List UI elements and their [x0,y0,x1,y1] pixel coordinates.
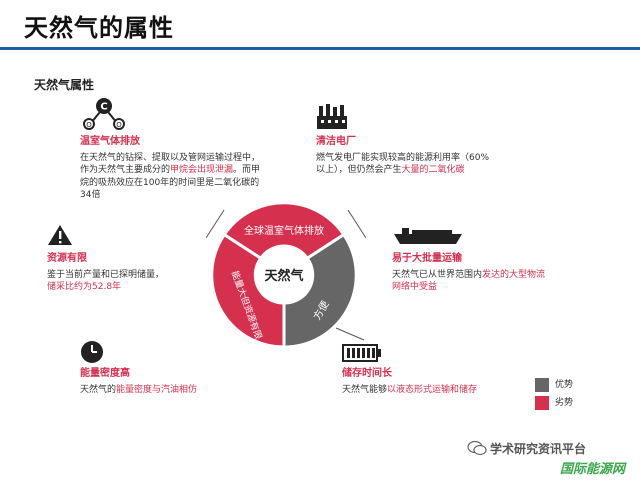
heading-transport: 易于大批量运输 [392,253,462,264]
limited-line-1: 鉴于当前产量和已探明储量， [47,269,165,280]
connector-left [206,209,225,239]
legend-swatch-gray [535,377,549,392]
storage-line-1: 天然气能够以液态形式运输和储存 [342,384,478,395]
watermark-wechat: 学术研究资讯平台 [490,442,587,456]
segment-top [222,201,346,261]
limited-line-2: 储采比约为52.8年 [47,282,122,292]
greenhouse-line-4: 34倍 [80,190,101,200]
block-limited: 资源有限 鉴于当前产量和已探明储量， 储采比约为52.8年 [47,253,207,294]
legend-swatch-red [535,395,549,410]
connector-bottom [335,327,365,341]
block-transport: 易于大批量运输 天然气已从世界范围内发达的大型物流 网络中受益 [392,253,592,294]
legend-disadvantage: 劣势 [535,395,573,410]
molecule-icon: C O O [83,98,125,130]
factory-icon [317,104,347,129]
clean-power-line-2: 以上），但仍然会产生大量的二氧化碳 [316,165,465,175]
ring-diagram: 天然气 全球温室气体排放 能量大但资源有限 方便 [206,201,366,349]
greenhouse-line-1: 在天然气的钻探、提取以及管网运输过程中， [80,152,261,163]
block-greenhouse: 温室气体排放 在天然气的钻探、提取以及管网运输过程中， 作为天然气主要成分的甲烷… [80,136,280,202]
transport-line-1: 天然气已从世界范围内发达的大型物流 [392,269,546,280]
greenhouse-line-3: 烷的吸热效应在100年的时间里是二氧化碳的 [80,177,260,188]
watermark-brand: 国际能源网 [560,462,626,477]
connector-right [347,209,366,239]
heading-greenhouse: 温室气体排放 [80,136,140,147]
center-label: 天然气 [264,268,303,284]
heading-density: 能量密度高 [80,368,130,379]
block-density: 能量密度高 天然气的能量密度与汽油相仿 [80,368,280,396]
legend-advantage: 优势 [535,377,573,392]
clean-power-line-1: 燃气发电厂能实现较高的能源利用率（60% [316,152,490,163]
svg-text:O: O [116,121,122,129]
svg-text:O: O [86,121,92,129]
title-rule [0,47,640,50]
transport-line-2: 网络中受益 [392,282,438,292]
battery-icon [342,344,381,362]
wechat-icon [467,440,487,456]
legend-label-advantage: 优势 [555,380,574,390]
heading-limited: 资源有限 [47,253,87,264]
clock-icon [81,341,103,363]
segment-right [282,232,358,349]
heading-clean-power: 清洁电厂 [316,136,356,147]
greenhouse-line-2: 作为天然气主要成分的甲烷会出现泄漏。而甲 [80,165,261,175]
block-storage: 储存时间长 天然气能够以液态形式运输和储存 [342,368,542,396]
segment-top-label: 全球温室气体排放 [244,224,324,237]
warning-icon [48,225,72,245]
slide-title: 天然气的属性 [24,13,174,42]
legend-label-disadvantage: 劣势 [555,398,574,408]
segment-left [210,232,286,349]
ship-icon [394,228,462,244]
block-clean-power: 清洁电厂 燃气发电厂能实现较高的能源利用率（60% 以上），但仍然会产生大量的二… [316,136,516,177]
center-circle [258,249,310,301]
heading-storage: 储存时间长 [342,368,392,379]
section-title: 天然气属性 [34,78,95,92]
density-line-1: 天然气的能量密度与汽油相仿 [80,384,198,395]
svg-text:C: C [100,102,107,113]
